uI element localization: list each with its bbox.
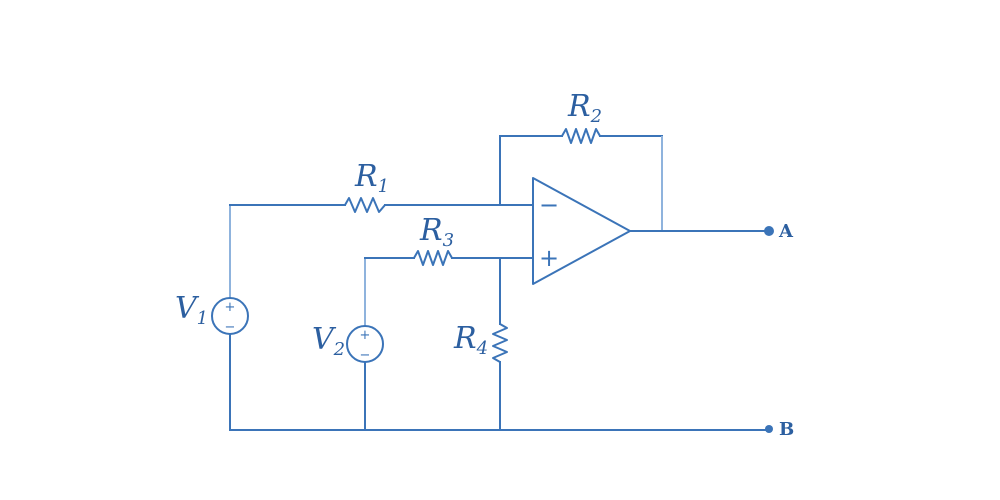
label-v2: V2 — [312, 322, 345, 360]
op-amp-inverting-sign: − — [539, 191, 559, 219]
v2-plus-sign: + — [360, 328, 371, 343]
v2-minus-sign: − — [360, 348, 371, 363]
label-v1: V1 — [175, 291, 208, 329]
terminal-b-dot — [765, 425, 773, 433]
terminal-a-label: A — [778, 221, 794, 242]
resistor-r1 — [344, 197, 386, 213]
terminal-b-label: B — [779, 419, 794, 440]
label-r2: R2 — [567, 89, 602, 127]
voltage-source-v2 — [346, 325, 384, 363]
label-r3: R3 — [419, 213, 454, 251]
v1-plus-sign: + — [225, 300, 236, 315]
label-r1: R1 — [354, 159, 389, 197]
op-amp-noninverting-sign: + — [539, 244, 559, 272]
resistor-r4 — [492, 323, 508, 363]
terminal-a-dot — [764, 226, 774, 236]
voltage-source-v1 — [211, 297, 249, 335]
v1-minus-sign: − — [225, 320, 236, 335]
label-r4: R4 — [453, 321, 488, 359]
resistor-r2 — [561, 128, 601, 144]
op-amp-triangle — [532, 177, 631, 285]
resistor-r3 — [413, 250, 453, 266]
